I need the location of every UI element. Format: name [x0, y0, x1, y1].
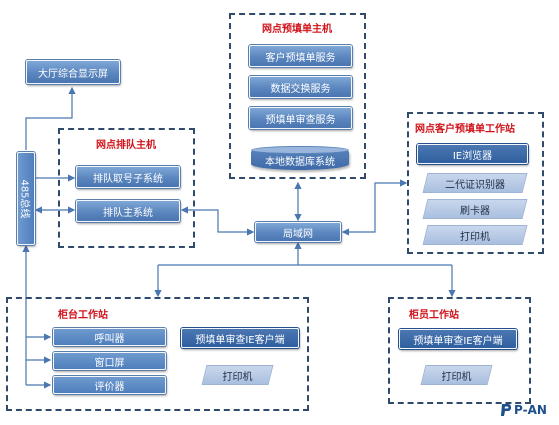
hall-display-label: 大厅综合显示屏	[38, 68, 108, 80]
window-screen-device: 窗口屏	[53, 352, 166, 370]
logo-text: P-AN	[514, 403, 547, 417]
teller-ie-client-box: 预填单审查IE客户端	[399, 329, 517, 349]
ie-browser-box: IE浏览器	[417, 144, 528, 164]
evaluator-device: 评价器	[53, 376, 166, 394]
client-ws-group	[407, 112, 544, 254]
counter-group	[6, 297, 309, 411]
lan-to-client-ws-line	[341, 179, 408, 236]
queue-group	[58, 128, 195, 248]
teller-group-title: 柜员工作站	[409, 310, 459, 321]
queue-main-system: 排队主系统	[76, 200, 180, 222]
host-service-2: 数据交换服务	[249, 76, 352, 98]
p-an-logo-icon	[501, 404, 511, 416]
bus-to-display-line	[25, 86, 76, 150]
card-reader-device: 刷卡器	[425, 199, 525, 219]
counter-ie-client-box: 预填单审查IE客户端	[181, 328, 299, 348]
caller-device: 呼叫器	[53, 328, 166, 346]
client-ws-title: 网点客户预填单工作站	[415, 124, 515, 135]
host-service-3: 预填单审查服务	[249, 107, 352, 129]
hall-display-box: 大厅综合显示屏	[26, 60, 120, 84]
local-database: 本地数据库系统	[251, 146, 349, 170]
host-service-1: 客户预填单服务	[249, 45, 352, 67]
p-an-logo: P-AN	[500, 403, 547, 417]
teller-printer-device: 打印机	[423, 365, 490, 385]
lan-box: 局域网	[255, 222, 341, 242]
bus-485-label: 485总线	[18, 178, 30, 219]
teller-group	[388, 297, 531, 404]
counter-printer-device: 打印机	[204, 365, 271, 385]
client-printer-device: 打印机	[425, 225, 525, 245]
id-reader-device: 二代证识别器	[425, 173, 525, 193]
queue-to-lan-line	[180, 206, 255, 236]
bus-485-bar: 485总线	[17, 152, 35, 245]
queue-take-number-system: 排队取号子系统	[76, 166, 180, 188]
host-group	[229, 13, 366, 179]
host-group-title: 网点预填单主机	[262, 24, 332, 35]
counter-group-title: 柜台工作站	[58, 310, 108, 321]
queue-group-title: 网点排队主机	[96, 140, 156, 151]
